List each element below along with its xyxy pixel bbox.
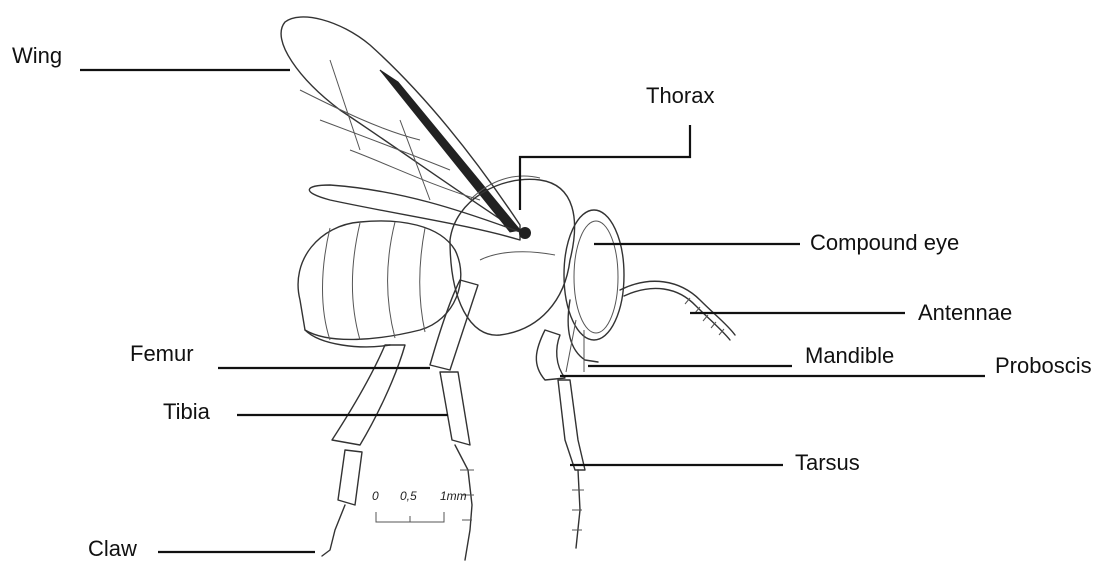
legs-drawing (322, 280, 585, 560)
scale-bar: 0 0,5 1mm (372, 489, 467, 522)
label-tarsus: Tarsus (795, 452, 860, 474)
label-wing: Wing (12, 45, 62, 67)
label-proboscis: Proboscis (995, 355, 1092, 377)
leader-thorax (520, 125, 690, 210)
label-mandible: Mandible (805, 345, 894, 367)
head-drawing (564, 210, 624, 372)
wing-drawing (281, 17, 520, 240)
label-claw: Claw (88, 538, 137, 560)
label-femur: Femur (130, 343, 194, 365)
abdomen-drawing (298, 221, 461, 347)
scale-tick-half: 0,5 (400, 489, 417, 503)
label-antennae: Antennae (918, 302, 1012, 324)
label-compound-eye: Compound eye (810, 232, 959, 254)
scale-tick-0: 0 (372, 489, 379, 503)
leader-lines (80, 70, 985, 552)
label-tibia: Tibia (163, 401, 210, 423)
scale-tick-1mm: 1mm (440, 489, 467, 503)
label-thorax: Thorax (646, 85, 714, 107)
antenna-drawing (620, 281, 735, 340)
